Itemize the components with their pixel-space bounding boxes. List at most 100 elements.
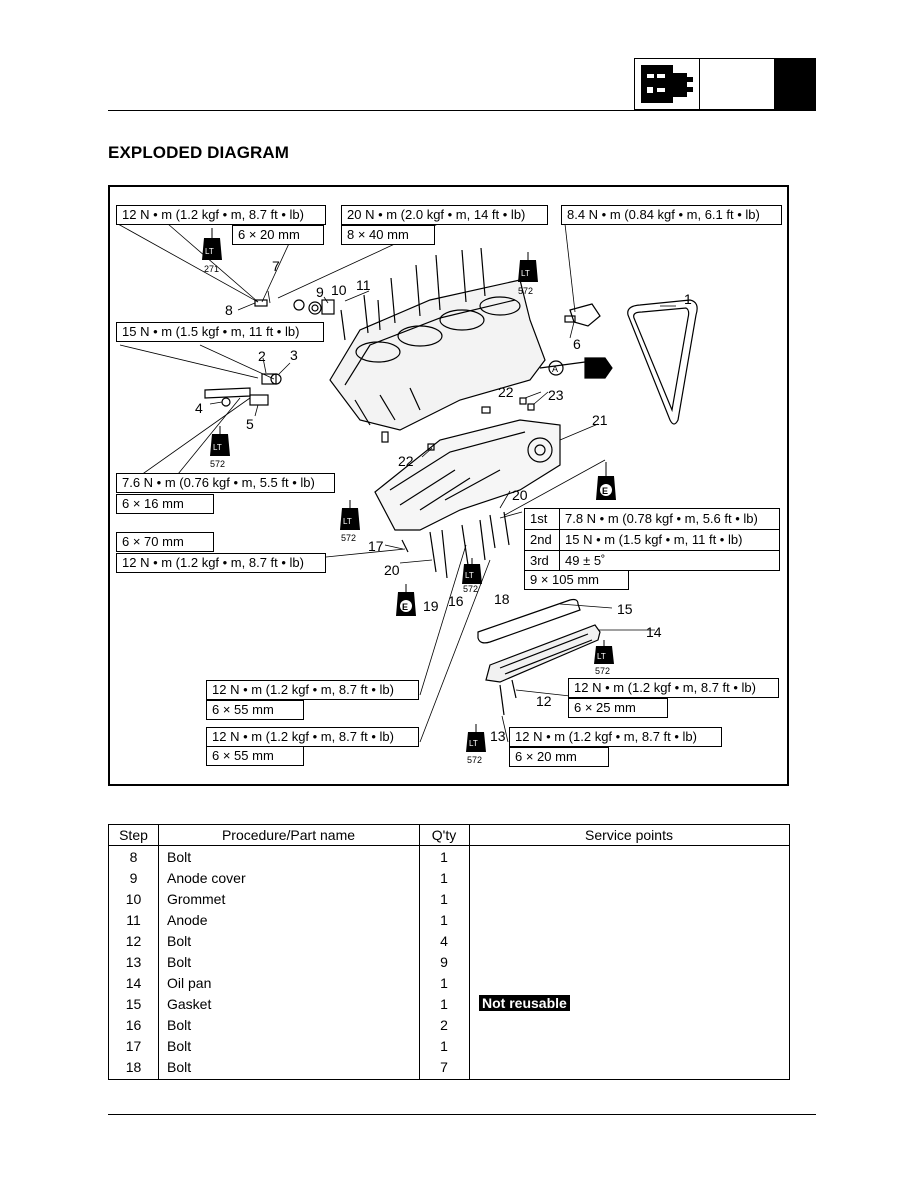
svg-text:LT: LT: [521, 269, 530, 278]
row-part-name: Anode: [167, 912, 208, 928]
table-row: 13 Bolt 9: [109, 952, 789, 973]
callout-17: 17: [368, 538, 384, 554]
torque-spec-box: 7.6 N • m (0.76 kgf • m, 5.5 ft • lb): [116, 473, 335, 493]
lt-572-icon: LT 572: [340, 500, 360, 543]
row-part-name: Oil pan: [167, 975, 212, 991]
lt-572-icon: LT 572: [594, 640, 614, 676]
page-title: EXPLODED DIAGRAM: [108, 143, 290, 162]
row-qty: 1: [440, 975, 448, 991]
svg-text:572: 572: [518, 286, 533, 296]
torque-spec-box: 15 N • m (1.5 kgf • m, 11 ft • lb): [116, 322, 324, 342]
svg-text:A: A: [552, 364, 558, 374]
torque-spec-box: 12 N • m (1.2 kgf • m, 8.7 ft • lb): [116, 553, 326, 573]
header-rule: [108, 110, 816, 111]
svg-text:LT: LT: [205, 247, 214, 256]
callout-6: 6: [573, 336, 581, 352]
row-part-name: Gasket: [167, 996, 212, 1012]
callout-1: 1: [684, 291, 692, 307]
exploded-diagram-frame: [108, 185, 789, 786]
table-header: Step Procedure/Part name Q'ty Service po…: [109, 825, 789, 846]
callout-23: 23: [548, 387, 564, 403]
sequence-value: 15 N • m (1.5 kgf • m, 11 ft • lb): [565, 532, 743, 547]
row-step: 8: [129, 849, 138, 865]
row-part-name: Bolt: [167, 1017, 192, 1033]
callout-16: 16: [448, 593, 464, 609]
exploded-diagram-drawing: A: [117, 223, 698, 765]
svg-text:LT: LT: [343, 517, 352, 526]
row-qty: 1: [440, 870, 448, 886]
svg-text:LT: LT: [213, 443, 222, 452]
row-part-name: Anode cover: [167, 870, 246, 886]
oil-pan: [485, 624, 601, 683]
svg-text:572: 572: [210, 459, 225, 469]
callout-3: 3: [290, 347, 298, 363]
row-step: 17: [125, 1038, 142, 1054]
torque-spec-box: 12 N • m (1.2 kgf • m, 8.7 ft • lb): [509, 727, 722, 747]
engine-oil-icon: E: [596, 462, 616, 500]
bolt-size-box: 9 × 105 mm: [524, 570, 629, 590]
row-qty: 2: [440, 1017, 448, 1033]
timing-belt: [627, 299, 698, 425]
not-reusable-badge: Not reusable: [479, 995, 570, 1011]
row-part-name: Grommet: [167, 891, 226, 907]
table-row: 9 Anode cover 1: [109, 868, 789, 889]
table-row: 15 Gasket 1 Not reusable: [109, 994, 789, 1015]
row-part-name: Bolt: [167, 849, 192, 865]
svg-text:572: 572: [341, 533, 356, 543]
sequence-value: 49 ± 5˚: [565, 553, 606, 568]
row-step: 18: [125, 1059, 142, 1075]
svg-text:LT: LT: [597, 652, 606, 661]
table-row: 11 Anode 1: [109, 910, 789, 931]
svg-text:572: 572: [467, 755, 482, 765]
callout-13: 13: [490, 728, 506, 744]
header-tab-blank: [699, 58, 775, 110]
row-part-name: Bolt: [167, 1059, 192, 1075]
callout-11: 11: [356, 277, 371, 293]
row-qty: 1: [440, 1038, 448, 1054]
engine-oil-icon: E: [396, 584, 416, 616]
procedure-table: Step Procedure/Part name Q'ty Service po…: [108, 824, 790, 1080]
svg-text:E: E: [602, 486, 608, 496]
row-qty: 1: [440, 912, 448, 928]
sequence-value: 7.8 N • m (0.78 kgf • m, 5.6 ft • lb): [565, 511, 758, 526]
header-step: Step: [119, 827, 148, 843]
cylinder-studs: [340, 247, 486, 341]
table-row: 16 Bolt 2: [109, 1015, 789, 1036]
lt-572-icon: LT 572: [518, 252, 538, 296]
sequence-step: 1st: [530, 511, 548, 526]
header-qty: Q'ty: [431, 827, 457, 843]
svg-text:LT: LT: [465, 571, 474, 580]
row-step: 10: [125, 891, 142, 907]
bolt-size-box: 6 × 16 mm: [116, 494, 214, 514]
sequence-step: 2nd: [530, 532, 552, 547]
header-part-name: Procedure/Part name: [221, 827, 356, 843]
svg-text:E: E: [402, 602, 408, 612]
row-step: 11: [126, 912, 141, 928]
gasket: [477, 598, 581, 644]
callout-20: 20: [512, 487, 528, 503]
callout-20: 20: [384, 562, 400, 578]
engine-disassembly-icon: [634, 58, 700, 110]
torque-spec-box: 12 N • m (1.2 kgf • m, 8.7 ft • lb): [206, 680, 419, 700]
svg-text:572: 572: [463, 584, 478, 594]
row-step: 13: [125, 954, 142, 970]
row-part-name: Bolt: [167, 933, 192, 949]
lt-271-icon: LT 271: [202, 228, 222, 274]
row-qty: 7: [440, 1059, 448, 1075]
bolt-size-box: 6 × 70 mm: [116, 532, 214, 552]
callout-4: 4: [195, 400, 203, 416]
crankcase: [374, 419, 561, 531]
row-step: 9: [129, 870, 138, 886]
callout-22: 22: [398, 453, 414, 469]
svg-text:LT: LT: [469, 739, 478, 748]
cylinder-block: [329, 279, 546, 431]
callout-14: 14: [646, 624, 662, 640]
table-row: 17 Bolt 1: [109, 1036, 789, 1057]
callout-18: 18: [494, 591, 510, 607]
small-parts: A: [204, 299, 613, 716]
bolt-size-box: 6 × 55 mm: [206, 700, 304, 720]
table-row: 10 Grommet 1: [109, 889, 789, 910]
row-qty: 1: [440, 996, 448, 1012]
bolt-size-box: 6 × 55 mm: [206, 746, 304, 766]
callout-8: 8: [225, 302, 233, 318]
